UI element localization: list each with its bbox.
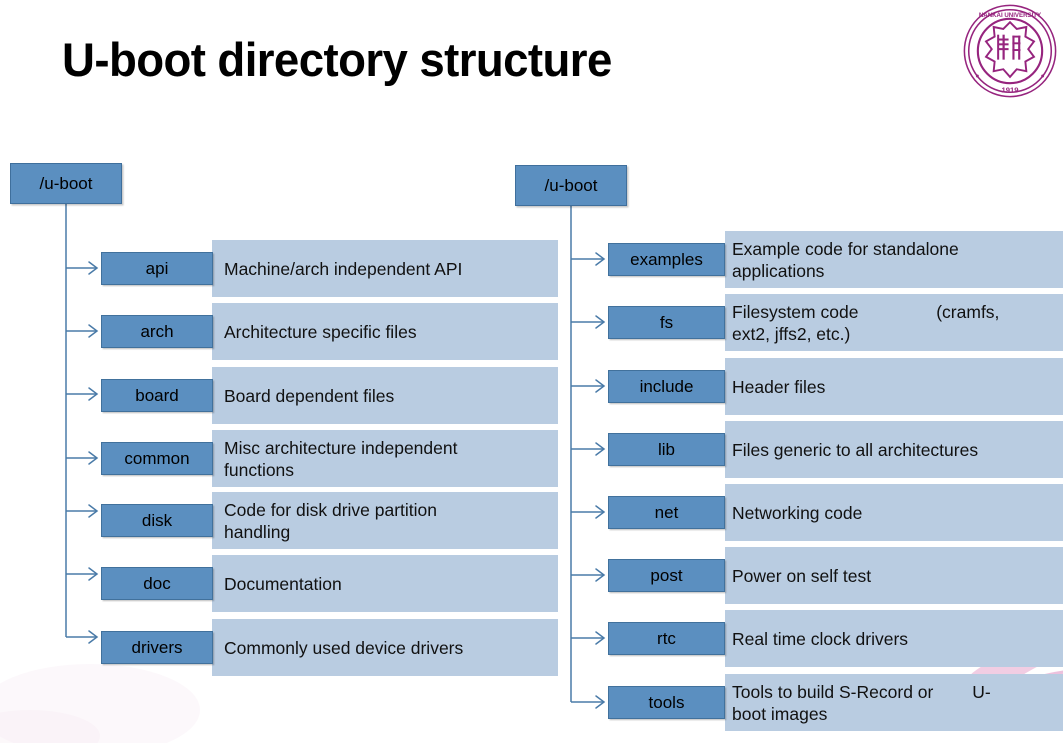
row-description: Example code for standalone applications — [732, 238, 959, 281]
directory-tag[interactable]: fs — [608, 306, 725, 339]
root-node-right-label: /u-boot — [544, 175, 598, 195]
logo-top-text: NANKAI UNIVERSITY — [979, 12, 1041, 19]
row-description: Header files — [732, 376, 826, 397]
directory-tag-label: rtc — [657, 628, 676, 648]
root-node-right[interactable]: /u-boot — [515, 165, 627, 206]
row-description: Filesystem code (cramfs, ext2, jffs2, et… — [732, 301, 1000, 344]
directory-tag[interactable]: board — [101, 379, 213, 412]
directory-tag[interactable]: disk — [101, 504, 213, 537]
directory-tag-label: fs — [659, 312, 674, 332]
row-description: Networking code — [732, 502, 863, 523]
logo-year-text: 1919 — [1001, 85, 1018, 94]
directory-tag[interactable]: post — [608, 559, 725, 592]
page-title: U-boot directory structure — [62, 33, 612, 86]
row-description: Power on self test — [732, 565, 872, 586]
directory-tag-label: include — [639, 376, 694, 396]
nankai-university-seal-icon: NANKAI UNIVERSITY 1919 — [963, 4, 1057, 98]
directory-tag-label: arch — [140, 321, 174, 341]
directory-tag[interactable]: drivers — [101, 631, 213, 664]
directory-tag-label: disk — [141, 510, 173, 530]
directory-tag-label: tools — [648, 692, 685, 712]
directory-tag-label: api — [145, 258, 169, 278]
directory-tag[interactable]: arch — [101, 315, 213, 348]
row-description: Files generic to all architectures — [732, 439, 979, 460]
root-node-left[interactable]: /u-boot — [10, 163, 122, 204]
row-panel — [725, 421, 1063, 478]
directory-tag-label: board — [135, 385, 179, 405]
row-panel — [212, 555, 558, 612]
directory-tag-label: examples — [630, 249, 703, 269]
row-description: Code for disk drive partition handling — [224, 499, 438, 542]
row-panel — [725, 294, 1063, 351]
directory-tag[interactable]: api — [101, 252, 213, 285]
directory-tag-label: lib — [657, 439, 675, 459]
directory-tag[interactable]: common — [101, 442, 213, 475]
row-panel — [212, 492, 558, 549]
row-panel — [725, 547, 1063, 604]
row-panel — [212, 303, 558, 360]
row-description: Misc architecture independent functions — [224, 437, 458, 480]
directory-tag[interactable]: lib — [608, 433, 725, 466]
row-description: Architecture specific files — [224, 321, 417, 342]
root-node-left-label: /u-boot — [39, 173, 93, 193]
row-description: Commonly used device drivers — [224, 637, 464, 658]
row-panel — [212, 367, 558, 424]
row-panel — [212, 240, 558, 297]
directory-tag-label: net — [654, 502, 679, 522]
row-panel — [725, 484, 1063, 541]
row-panel — [212, 430, 558, 487]
directory-tag-label: post — [650, 565, 683, 585]
row-panel — [725, 674, 1063, 731]
row-panel — [212, 619, 558, 676]
directory-tag[interactable]: rtc — [608, 622, 725, 655]
directory-tag[interactable]: include — [608, 370, 725, 403]
row-panel — [725, 358, 1063, 415]
directory-tag[interactable]: net — [608, 496, 725, 529]
row-panel — [725, 610, 1063, 667]
row-description: Tools to build S-Record or U- boot image… — [732, 681, 991, 724]
row-description: Board dependent files — [224, 385, 395, 406]
row-description: Machine/arch independent API — [224, 258, 463, 279]
directory-tag-label: doc — [143, 573, 171, 593]
row-description: Real time clock drivers — [732, 628, 909, 649]
directory-tag[interactable]: tools — [608, 686, 725, 719]
directory-tag[interactable]: doc — [101, 567, 213, 600]
directory-tag-label: common — [124, 448, 190, 468]
directory-tag[interactable]: examples — [608, 243, 725, 276]
directory-tag-label: drivers — [131, 637, 183, 657]
row-panel — [725, 231, 1063, 288]
row-description: Documentation — [224, 573, 342, 594]
